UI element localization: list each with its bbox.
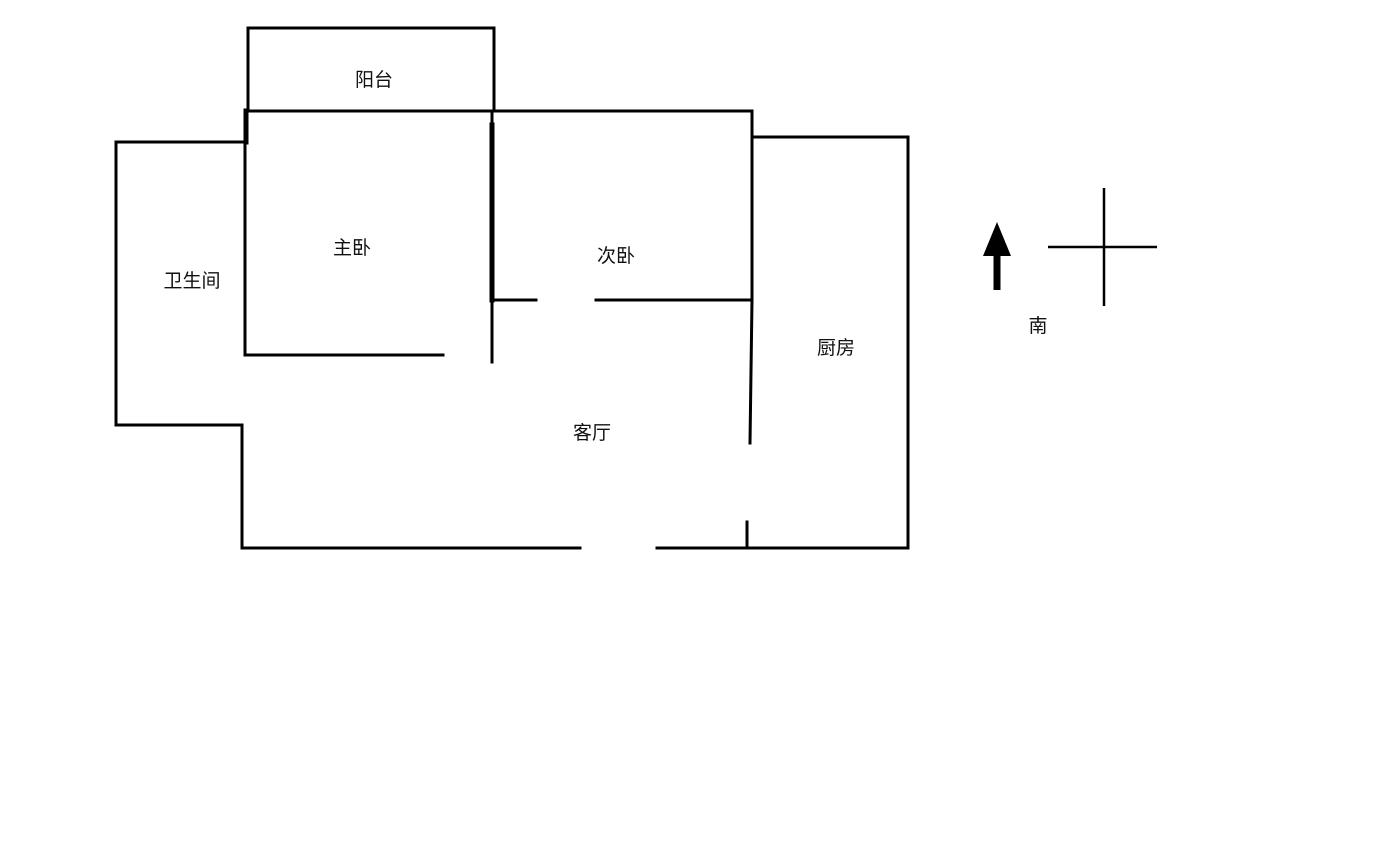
second-bedroom-walls (490, 109, 754, 445)
living-room-walls (240, 520, 910, 550)
compass-cross-icon (1048, 188, 1157, 306)
compass-direction-label: 南 (1028, 315, 1047, 337)
kitchen-label: 厨房 (817, 337, 855, 359)
bathroom-label: 卫生间 (163, 270, 220, 292)
balcony-label: 阳台 (355, 69, 393, 91)
kitchen-walls (750, 135, 910, 550)
master-bedroom-walls (243, 108, 754, 364)
north-arrow-icon (983, 222, 1011, 290)
master-bedroom-label: 主卧 (333, 237, 371, 259)
bathroom-walls (114, 140, 247, 550)
second-bedroom-label: 次卧 (597, 245, 635, 267)
living-room-label: 客厅 (573, 422, 611, 444)
balcony-walls (246, 26, 496, 113)
